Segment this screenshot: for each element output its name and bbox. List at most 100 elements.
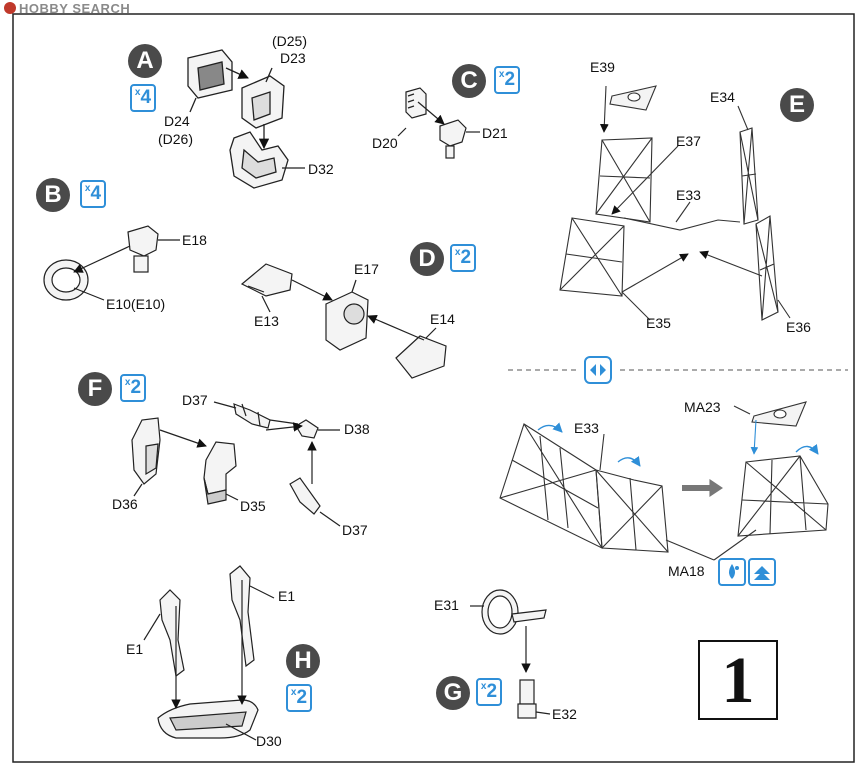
step-number: 1 xyxy=(721,644,755,717)
leader-d37-bottom xyxy=(319,511,341,527)
part-d21-pin xyxy=(445,145,455,159)
label-e1-left: E1 xyxy=(126,641,144,657)
label-e33: E33 xyxy=(676,187,701,203)
part-d20-ribs xyxy=(407,93,415,109)
connector-d37-to-d38 xyxy=(269,419,299,425)
part-e14 xyxy=(395,335,447,379)
assembly-h-drawing xyxy=(143,565,275,741)
leader-ma23 xyxy=(733,405,751,415)
part-e33-rail xyxy=(623,217,741,231)
step-a-multiplier-value: 4 xyxy=(140,87,152,108)
leader-d30 xyxy=(225,723,257,741)
step-d-multiplier-prefix: x xyxy=(454,247,461,258)
step-d-badge: D xyxy=(410,242,444,276)
step-c-badge: C xyxy=(452,64,486,98)
leader-e32 xyxy=(535,711,551,715)
label-d38: D38 xyxy=(344,421,370,437)
arrow-d24-to-d23 xyxy=(225,67,249,79)
part-e18 xyxy=(127,225,159,257)
part-d23-face xyxy=(251,91,271,121)
label-e37: E37 xyxy=(676,133,701,149)
arrow-d20-to-d21 xyxy=(417,101,445,125)
label-d25: (D25) xyxy=(272,33,308,49)
part-e37-truss xyxy=(595,137,653,223)
leader-e36 xyxy=(777,299,791,319)
label-ma23: MA23 xyxy=(684,399,721,415)
step-b-badge: B xyxy=(36,178,70,212)
assembly-ma-drawing xyxy=(499,401,829,561)
part-d30-interior xyxy=(169,711,247,731)
part-e39-hole xyxy=(627,92,641,102)
leader-e1-left xyxy=(143,613,161,641)
label-d26: (D26) xyxy=(158,131,194,147)
label-d32: D32 xyxy=(308,161,334,177)
watermark-logo: HOBBY SEARCH xyxy=(4,2,130,16)
assembly-g-drawing xyxy=(470,589,551,719)
part-e32-base xyxy=(517,703,537,719)
part-ma23-hole xyxy=(773,409,787,419)
part-d24-window xyxy=(197,61,225,91)
bend-up-glyph xyxy=(754,566,770,580)
label-d37-top: D37 xyxy=(182,392,208,408)
arrow-d38-joint xyxy=(265,422,303,432)
assembly-e-drawing xyxy=(559,85,791,321)
step-f-badge: F xyxy=(78,372,112,406)
part-e1-left xyxy=(159,589,185,678)
part-e37-frame xyxy=(595,137,653,223)
leader-d20 xyxy=(397,127,407,137)
part-ma18-truss xyxy=(737,455,829,537)
leader-d37-top xyxy=(213,401,237,409)
step-c-multiplier-prefix: x xyxy=(498,69,505,80)
label-d20: D20 xyxy=(372,135,398,151)
part-e35-truss xyxy=(559,217,625,297)
label-d24: D24 xyxy=(164,113,190,129)
part-e33-left-panel xyxy=(499,423,603,549)
part-d32 xyxy=(229,131,289,189)
part-e17-hole xyxy=(343,303,365,325)
part-d20 xyxy=(405,87,427,119)
part-e18-shaft xyxy=(133,255,149,273)
part-d35 xyxy=(203,441,237,495)
part-e34-truss xyxy=(739,127,759,225)
label-ma18: MA18 xyxy=(668,563,705,579)
step-h-multiplier-prefix: x xyxy=(290,687,297,698)
label-e13: E13 xyxy=(254,313,279,329)
step-f-multiplier-value: 2 xyxy=(130,377,142,398)
step-h-badge: H xyxy=(286,644,320,678)
page-border xyxy=(12,13,855,763)
leader-e14 xyxy=(425,327,437,339)
leader-d23 xyxy=(265,67,273,83)
fold-arrow-left xyxy=(537,422,563,433)
step-h-multiplier: x2 xyxy=(286,684,312,712)
part-ma18-frame xyxy=(737,455,829,537)
leader-d35 xyxy=(225,493,239,501)
part-e33-left-truss xyxy=(499,423,603,549)
assembly-c-drawing xyxy=(397,87,480,159)
part-e13-edge xyxy=(247,285,265,293)
label-e36: E36 xyxy=(786,319,811,335)
step-b-multiplier-value: 4 xyxy=(90,183,102,204)
arrow-e13-to-e17 xyxy=(291,279,333,301)
label-e31: E31 xyxy=(434,597,459,613)
label-d30: D30 xyxy=(256,733,282,749)
step-a-multiplier: x4 xyxy=(130,84,156,112)
leader-e17 xyxy=(351,279,357,293)
part-e31-inner xyxy=(487,595,513,629)
leader-e37 xyxy=(611,145,679,215)
step-e-badge: E xyxy=(780,88,814,122)
part-d32-inner xyxy=(241,148,277,179)
leader-e34 xyxy=(737,105,749,131)
label-d21: D21 xyxy=(482,125,508,141)
step-number-box: 1 xyxy=(698,640,778,720)
step-d-multiplier: x2 xyxy=(450,244,476,272)
step-c-multiplier-value: 2 xyxy=(504,69,516,90)
part-e31-arm xyxy=(511,609,547,623)
step-f-multiplier-prefix: x xyxy=(124,377,131,388)
flip-parts-glyph xyxy=(590,364,606,376)
leader-d24 xyxy=(189,97,197,113)
assembly-d-drawing xyxy=(240,263,447,379)
label-e32: E32 xyxy=(552,706,577,722)
label-e35: E35 xyxy=(646,315,671,331)
step-g-multiplier-value: 2 xyxy=(486,681,498,702)
